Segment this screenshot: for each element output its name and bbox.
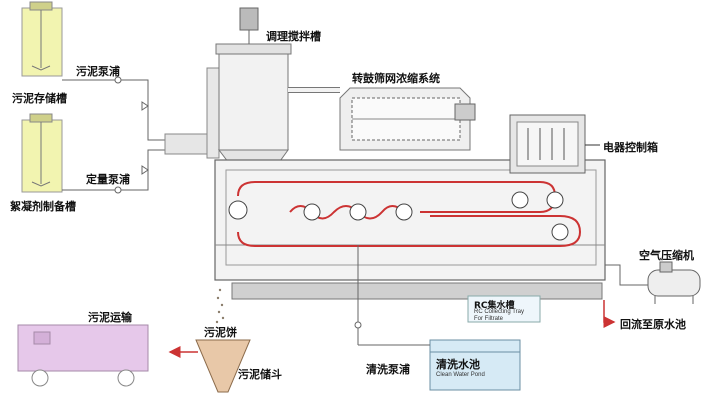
label-sludge-pump: 污泥泵浦 — [76, 65, 120, 78]
label-dosing-pump: 定量泵浦 — [86, 173, 130, 186]
label-wash-pump: 清洗泵浦 — [366, 363, 410, 376]
label-sludge-hopper: 污泥储斗 — [238, 368, 282, 381]
sludge-hopper — [195, 288, 251, 393]
valve-icon — [141, 101, 149, 111]
label-flocculant-tank: 絮凝剂制备槽 — [10, 200, 76, 213]
return-arrow — [603, 300, 616, 328]
feed-piping — [62, 76, 208, 194]
valve-icon — [141, 165, 149, 175]
rc-collecting-tray — [467, 295, 541, 323]
label-control-box: 电器控制箱 — [603, 141, 658, 154]
wash-line — [354, 245, 430, 346]
electric-control-box — [509, 114, 600, 174]
clean-water-pool — [429, 339, 521, 391]
label-sludge-cake: 污泥饼 — [204, 326, 237, 339]
machine-base — [231, 282, 603, 300]
label-mixing-tank: 调理搅拌槽 — [266, 30, 321, 43]
label-rc-tray-en-2: For Filtrate — [474, 316, 504, 322]
sludge-truck — [17, 324, 149, 387]
dosing-pump-icon — [114, 186, 122, 194]
flocculant-tank — [21, 113, 63, 193]
label-clean-water-pool-en: Clean Water Pond — [436, 372, 485, 378]
label-rc-tray: RC集水槽 — [474, 301, 515, 311]
label-rc-tray-en-1: RC Collecting Tray — [474, 309, 525, 315]
sludge-pump-icon — [114, 76, 122, 84]
sludge-storage-tank — [21, 1, 63, 77]
label-clean-water-pool: 清洗水池 — [436, 358, 480, 371]
label-return-raw-pool: 回流至原水池 — [620, 318, 686, 331]
air-compressor — [605, 261, 701, 304]
belt-rollers — [228, 191, 569, 241]
wash-pump-icon — [354, 321, 362, 329]
label-sludge-storage-tank: 污泥存储槽 — [12, 92, 67, 105]
mixer-motor-icon — [239, 7, 259, 31]
rotary-drum-thickener — [339, 87, 476, 151]
label-rotary-drum: 转鼓筛网浓缩系统 — [352, 72, 440, 85]
label-sludge-transport: 污泥运输 — [88, 311, 132, 324]
belt-press-frame — [214, 159, 606, 300]
label-air-compressor: 空气压缩机 — [639, 249, 694, 262]
